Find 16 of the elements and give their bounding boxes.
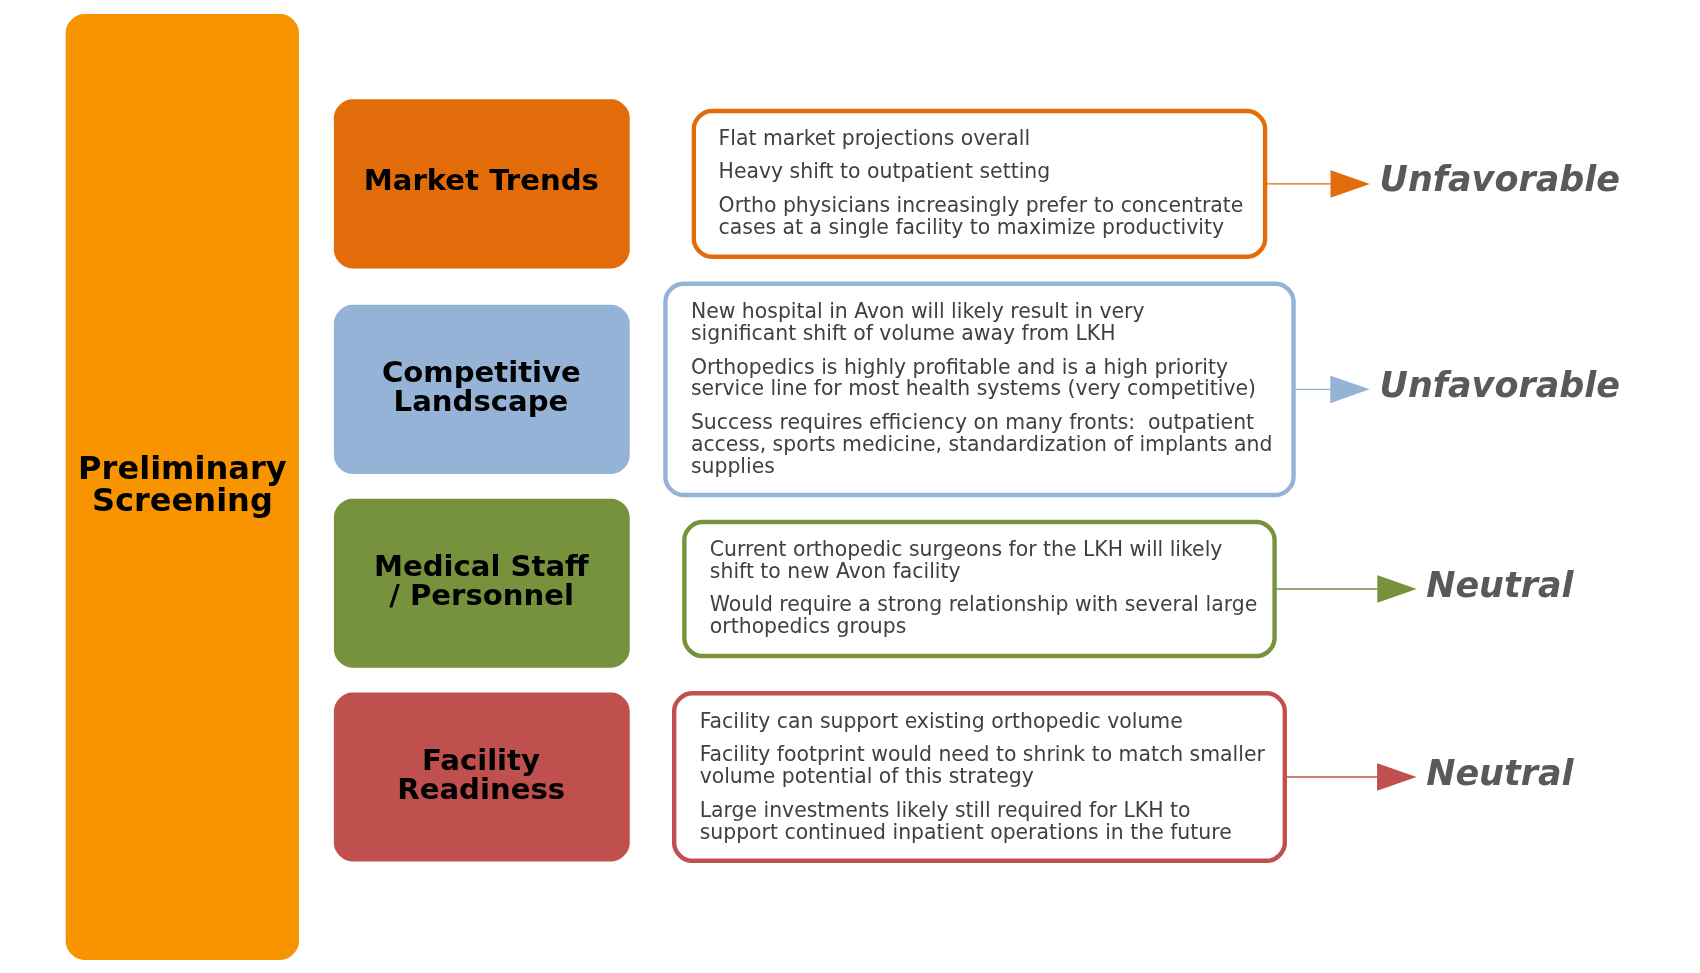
node-text: Unfavorable [1379, 158, 1620, 199]
arrow [1273, 574, 1417, 603]
node-box: Medical Staff / Personnel [333, 498, 630, 668]
node-box: Facility can support existing orthopedic volume Facility footprint would need to shrink to match smaller volume potential of this strategy Large investments likely still required for LKH to support continued inpatient operations in the future [671, 690, 1287, 863]
node-box: Flat market projections overall Heavy shift to outpatient setting Ortho physicians increasingly prefer to concentrate cases at a single facility to maximize productivity [691, 108, 1267, 259]
node-text: Neutral [1425, 564, 1574, 605]
arrow [1264, 169, 1370, 198]
arrow [1292, 375, 1370, 403]
node-box: Preliminary Screening [65, 13, 299, 960]
node-box: Market Trends [333, 98, 630, 268]
node-box: Facility Readiness [333, 692, 630, 862]
node-text: Neutral [1425, 752, 1574, 793]
node-box: New hospital in Avon will likely result in very significant shift of volume away from LKH Orthopedics is highly profitable and is a high priority service line for most health systems (very competitive) Success requires efficiency on many fronts: outpatient access, sports medicine, standardization of implants and supplies [662, 281, 1296, 497]
node-box: Current orthopedic surgeons for the LKH will likely shift to new Avon facility Would require a strong relationship with several large orthopedics groups [681, 519, 1277, 658]
node-box: Competitive Landscape [333, 304, 630, 474]
node-text: Unfavorable [1379, 364, 1620, 405]
